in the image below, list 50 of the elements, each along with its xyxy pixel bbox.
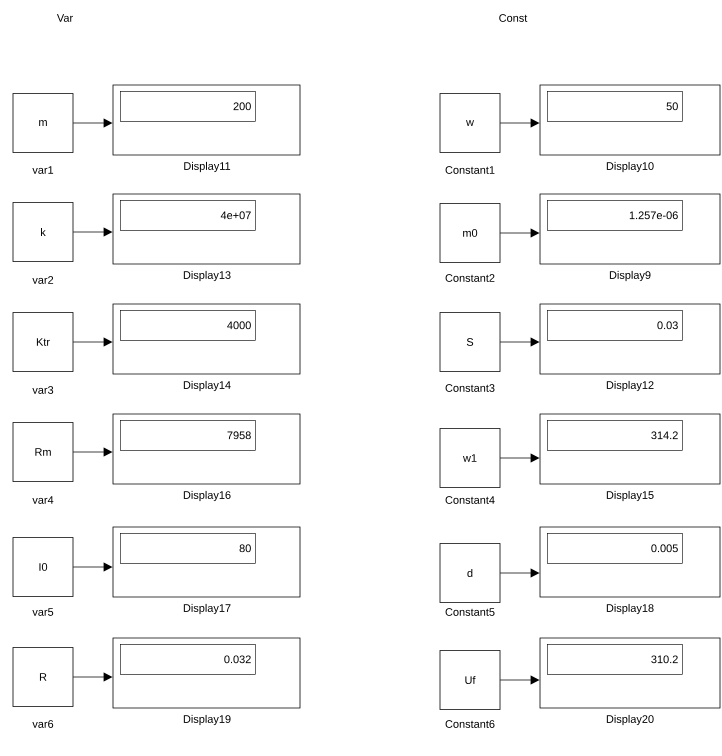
block-label: Display16 (184, 490, 231, 502)
display-block: 314.2 (540, 414, 720, 484)
block-label: var2 (32, 276, 54, 284)
constant-block: Uf (440, 650, 500, 710)
constant-block: S (440, 312, 500, 372)
constant-block: Rm (12, 422, 74, 482)
block-label: Constant3 (446, 384, 494, 392)
block-label: Display18 (606, 604, 654, 614)
block-label: Constant5 (446, 608, 494, 616)
display-block: 200 (112, 84, 300, 156)
display-block: 310.2 (540, 638, 720, 708)
block-label: var5 (32, 608, 54, 616)
constant-block: R (12, 647, 74, 707)
block-label: Constant2 (446, 274, 494, 282)
column-title: Var (56, 14, 73, 22)
constant-block: m0 (440, 203, 500, 263)
constant-block: w (440, 93, 500, 153)
display-block: 4e+07 (112, 194, 300, 264)
block-label: var1 (32, 166, 54, 174)
block-label: var4 (32, 496, 54, 504)
display-block: 80 (112, 526, 300, 598)
block-label: Display17 (184, 604, 230, 614)
block-label: Display20 (606, 714, 654, 726)
block-label: var3 (32, 386, 54, 394)
block-label: Display12 (606, 380, 654, 392)
block-label: Display13 (184, 270, 231, 282)
block-label: Display10 (606, 162, 654, 172)
block-label: Constant6 (446, 720, 494, 728)
constant-block: m (12, 93, 74, 153)
display-block: 7958 (112, 414, 300, 484)
constant-block: I0 (12, 537, 74, 597)
display-block: 0.03 (540, 304, 720, 374)
column-title: Const (499, 14, 528, 22)
block-label: Constant4 (446, 496, 495, 504)
block-label: Display11 (184, 162, 230, 172)
display-block: 0.032 (112, 638, 300, 708)
constant-block: k (12, 202, 74, 262)
block-label: Display19 (184, 714, 231, 726)
display-block: 4000 (112, 304, 300, 374)
block-label: var6 (32, 720, 54, 728)
display-block: 1.257e-06 (540, 194, 720, 264)
display-block: 0.005 (540, 526, 720, 598)
constant-block: d (440, 543, 500, 603)
block-label: Display15 (606, 490, 654, 502)
constant-block: w1 (440, 428, 500, 488)
constant-block: Ktr (12, 312, 74, 372)
block-label: Display9 (610, 270, 650, 282)
block-label: Constant1 (446, 166, 494, 174)
block-label: Display14 (184, 380, 231, 392)
display-block: 50 (540, 84, 720, 156)
